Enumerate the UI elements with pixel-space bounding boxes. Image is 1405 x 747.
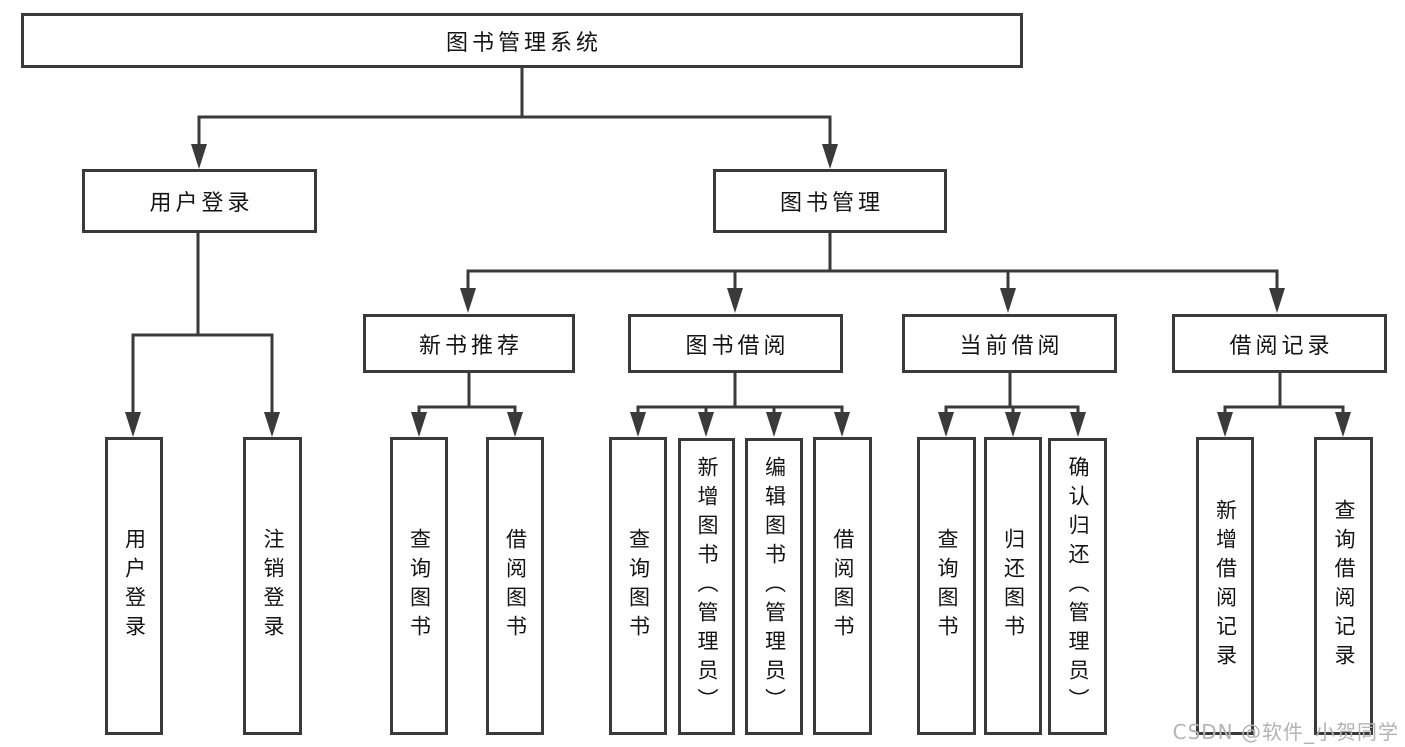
- leaf-query-book-current: 查询图书: [917, 437, 976, 735]
- node-new-book-recommend: 新书推荐: [363, 314, 575, 373]
- csdn-watermark: CSDN @软件_小贺同学: [1172, 720, 1399, 744]
- connector-book-management-to-level3: [460, 231, 1285, 313]
- node-current-borrow: 当前借阅: [902, 314, 1117, 373]
- leaf-query-book-borrow: 查询图书: [609, 437, 667, 735]
- node-label: 归还图书: [1001, 528, 1026, 644]
- node-label: 新增借阅记录: [1213, 499, 1238, 673]
- node-label: 借阅图书: [503, 528, 528, 644]
- node-label: 查询图书: [935, 528, 959, 644]
- node-label: 用户登录: [122, 528, 147, 644]
- connector-new-book-recommend-to-leaves: [411, 371, 523, 437]
- node-label: 新书推荐: [418, 333, 523, 359]
- leaf-borrow-book-recommend: 借阅图书: [486, 437, 544, 735]
- node-label: 用户登录: [149, 191, 254, 216]
- leaf-add-book-admin: 新增图书（管理员）: [678, 438, 735, 735]
- node-label: 图书管理: [779, 191, 884, 216]
- node-label: 当前借阅: [959, 333, 1064, 359]
- node-user-login: 用户登录: [82, 169, 317, 233]
- node-label: 注销登录: [261, 528, 285, 644]
- node-library-system: 图书管理系统: [21, 13, 1023, 68]
- leaf-return-book: 归还图书: [984, 437, 1042, 735]
- leaf-borrow-book-borrow: 借阅图书: [813, 437, 872, 735]
- leaf-confirm-return-admin: 确认归还（管理员）: [1048, 438, 1107, 735]
- node-label: 查询图书: [407, 528, 432, 644]
- node-label: 查询图书: [626, 528, 651, 644]
- node-book-management: 图书管理: [713, 169, 947, 233]
- node-book-borrow: 图书借阅: [628, 314, 843, 373]
- node-label: 图书借阅: [685, 333, 790, 359]
- leaf-user-login: 用户登录: [105, 437, 163, 735]
- node-label: 借阅图书: [831, 528, 855, 644]
- node-label: 借阅记录: [1229, 333, 1334, 359]
- node-label: 新增图书（管理员）: [695, 456, 719, 717]
- connector-book-borrow-to-leaves: [630, 371, 850, 437]
- node-label: 确认归还（管理员）: [1066, 456, 1090, 717]
- connector-borrow-record-to-leaves: [1217, 371, 1351, 437]
- leaf-query-borrow-record: 查询借阅记录: [1314, 437, 1373, 735]
- leaf-query-book-recommend: 查询图书: [390, 437, 448, 735]
- leaf-edit-book-admin: 编辑图书（管理员）: [745, 438, 803, 735]
- node-label: 查询借阅记录: [1332, 499, 1356, 673]
- node-borrow-record: 借阅记录: [1172, 314, 1387, 373]
- leaf-add-borrow-record: 新增借阅记录: [1196, 437, 1254, 735]
- connector-current-borrow-to-leaves: [938, 371, 1086, 437]
- node-label: 图书管理系统: [445, 30, 602, 56]
- leaf-logout: 注销登录: [243, 437, 302, 735]
- node-label: 编辑图书（管理员）: [762, 456, 787, 717]
- connector-root-to-level2: [191, 66, 838, 169]
- connector-user-login-to-leaves: [125, 231, 280, 437]
